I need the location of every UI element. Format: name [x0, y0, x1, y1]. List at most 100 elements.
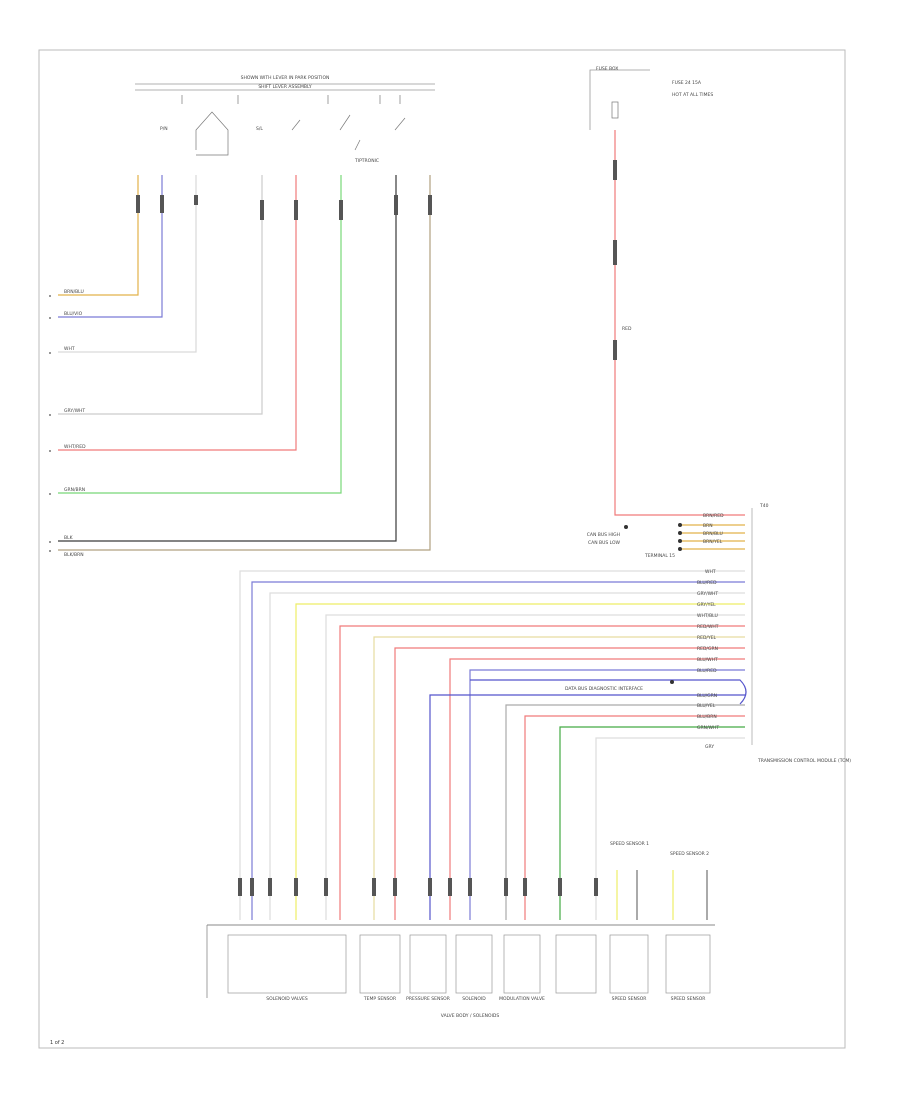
right-wire-label: BRN/BLU: [703, 531, 723, 537]
wire-blk-brn: [58, 175, 431, 551]
wire-fuse-feed: [614, 130, 745, 516]
switch-label-tiptronic: TIPTRONIC: [354, 158, 379, 164]
bottom-wire-tags: [238, 878, 598, 896]
bus-wire: [239, 570, 745, 920]
left-wire-label: BLK/BRN: [64, 552, 84, 558]
assembly-title: SHOWN WITH LEVER IN PARK POSITION: [241, 75, 330, 81]
left-wire-label: BLU/VIO: [64, 311, 83, 317]
fuse-wire-label: RED: [622, 326, 632, 332]
module-box: [503, 934, 541, 994]
right-wire-label: RED/WHT: [697, 624, 719, 630]
sensor-label-1: SPEED SENSOR 1: [610, 841, 649, 847]
right-wire-labels: BRN/RED BRN BRN/BLU BRN/YEL WHT BLU/RED …: [697, 513, 724, 750]
left-wire-label: BLK: [64, 535, 74, 541]
left-wire-harness: [58, 175, 431, 551]
bus-wire: [429, 694, 745, 920]
right-wire-label: WHT/BLU: [697, 613, 718, 619]
solenoid-box: [227, 934, 347, 994]
shift-lever-assembly: SHOWN WITH LEVER IN PARK POSITION SHIFT …: [135, 75, 435, 164]
network-label: DATA BUS DIAGNOSTIC INTERFACE: [565, 686, 643, 692]
wire-grn-brn: [58, 175, 342, 494]
right-wire-label: BRN/RED: [703, 513, 724, 519]
page-number: 1 of 2: [50, 1040, 64, 1046]
left-wire-label: WHT/RED: [64, 444, 86, 450]
bus-wire: [339, 625, 745, 920]
right-wire-label: GRY/YEL: [697, 602, 716, 608]
right-wire-label: BLU/YEL: [697, 703, 716, 709]
module-box: [455, 934, 493, 994]
right-wire-label: BLU/RED: [697, 580, 717, 586]
module-box: [359, 934, 401, 994]
bottom-box-label: SPEED SENSOR: [671, 996, 706, 1002]
side-label-can-high: CAN BUS HIGH: [587, 532, 620, 538]
fuse-note: HOT AT ALL TIMES: [672, 92, 713, 98]
sensor-label-2: SPEED SENSOR 2: [670, 851, 709, 857]
module-wire-harness: [239, 570, 747, 920]
bus-wire: [595, 737, 745, 920]
right-wire-label: BLU/BRN: [697, 714, 717, 720]
bottom-box-label: SOLENOID: [462, 996, 486, 1002]
module-box: [555, 934, 597, 994]
valve-body-module: SOLENOID VALVES TEMP SENSOR PRESSURE SEN…: [206, 924, 715, 1019]
left-wire-label: GRY/WHT: [64, 408, 85, 414]
bottom-box-label: SOLENOID VALVES: [266, 996, 308, 1002]
speed-sensors: SPEED SENSOR 1 SPEED SENSOR 2: [610, 841, 709, 920]
bus-wire: [295, 603, 745, 920]
right-wire-label: WHT: [705, 569, 716, 575]
tcm-label: TRANSMISSION CONTROL MODULE (TCM): [757, 758, 851, 764]
diagram-border: [38, 49, 846, 1049]
fuse-symbol: [611, 101, 619, 119]
bus-wire: [325, 614, 745, 920]
right-wire-label: RED/GRN: [697, 646, 718, 652]
bus-wire: [524, 715, 745, 920]
wire-blk: [58, 175, 397, 542]
right-wire-label: BLU/WHT: [697, 657, 718, 663]
fuse-box-label: FUSE BOX: [596, 66, 618, 72]
side-label-can-low: CAN BUS LOW: [588, 540, 621, 546]
wire-blu-vio: [58, 175, 163, 318]
left-wire-labels: BRN/BLU BLU/VIO WHT GRY/WHT WHT/RED GRN/…: [64, 289, 86, 558]
left-wire-dots: [49, 295, 51, 552]
right-wire-label: RED/YEL: [697, 635, 717, 641]
bus-wire: [373, 636, 745, 920]
bus-wire: [251, 581, 745, 920]
bus-wire: [505, 704, 745, 920]
module-box: [409, 934, 447, 994]
bus-wire: [559, 726, 745, 920]
connector-label: T40: [759, 503, 769, 509]
side-label-terminal: TERMINAL 15: [644, 553, 675, 559]
bottom-box-label: MODULATION VALVE: [499, 996, 545, 1002]
fuse-box: FUSE BOX FUSE 24 15A HOT AT ALL TIMES: [589, 66, 713, 130]
fuse-label: FUSE 24 15A: [672, 80, 702, 86]
bottom-component-label: VALVE BODY / SOLENOIDS: [441, 1013, 500, 1019]
wire-wht-red: [58, 175, 297, 451]
switch-label-sl: S/L: [256, 126, 263, 132]
bus-wire: [469, 669, 745, 920]
left-wire-label: WHT: [64, 346, 75, 352]
assembly-subtitle: SHIFT LEVER ASSEMBLY: [258, 84, 312, 90]
right-wire-label: BRN/YEL: [703, 539, 723, 545]
wire-brn-blu: [58, 175, 139, 296]
right-wire-label: GRN/WHT: [697, 725, 719, 731]
bus-wire: [449, 658, 745, 920]
bottom-box-label: TEMP SENSOR: [363, 996, 396, 1002]
left-wire-label: GRN/BRN: [64, 487, 85, 493]
right-wire-label: GRY/WHT: [697, 591, 718, 597]
wire-wht: [58, 175, 197, 353]
fuse-wire-tags: [613, 160, 617, 360]
right-wire-label: BLU/GRN: [697, 693, 717, 699]
wire-tags: [136, 195, 432, 220]
splice-dot: [670, 680, 674, 684]
bus-wire: [269, 592, 745, 920]
bus-wire: [394, 647, 745, 920]
right-wire-label: BRN: [703, 523, 713, 529]
right-wire-label: GRY: [705, 744, 714, 750]
left-wire-label: BRN/BLU: [64, 289, 84, 295]
bottom-box-label: SPEED SENSOR: [612, 996, 647, 1002]
module-box: [609, 934, 649, 994]
bus-loop: [470, 679, 747, 705]
can-bus-stubs: [624, 523, 745, 551]
wire-gry-wht: [58, 175, 263, 415]
